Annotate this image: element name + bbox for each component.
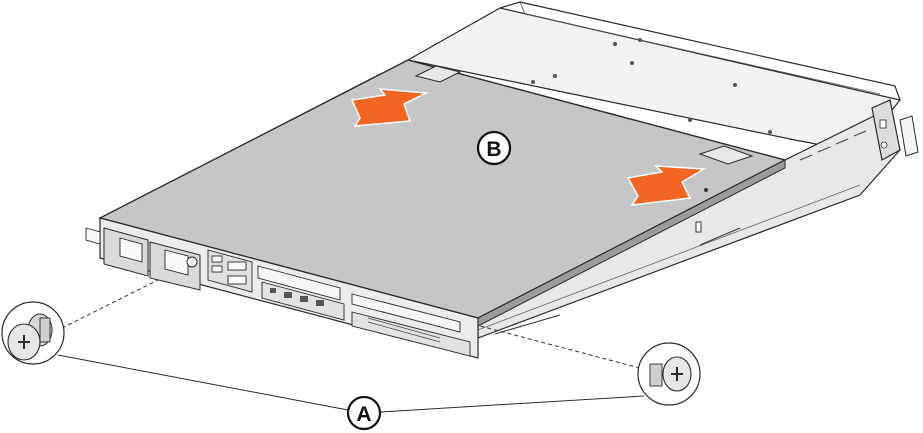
callout-a: A [346,395,382,431]
slide-arrow-left [350,88,429,127]
screw-leader-lines [61,279,641,369]
pcie-slot-1 [257,265,345,321]
side-vent-slots [799,130,867,161]
thumbscrew-icon [1,301,65,365]
rear-side-vents [494,221,741,335]
callout-a-label: A [356,403,371,426]
thumbscrew-icon-right [637,342,701,406]
rear-io-panel [85,217,741,359]
cover-grip-recess-right [698,145,754,165]
callout-b: B [476,130,512,166]
callout-a-leaders [57,354,645,413]
slide-arrow-right [626,165,707,206]
power-supply-2 [149,241,201,291]
rack-ear [871,99,919,161]
io-ports [207,249,253,293]
power-supply-1 [85,227,149,277]
chassis-rivets [531,38,772,134]
server-chassis [406,1,919,339]
pcie-slot-2 [351,293,471,357]
cover-grip-recess-left [414,65,462,83]
callout-b-label: B [486,138,501,161]
